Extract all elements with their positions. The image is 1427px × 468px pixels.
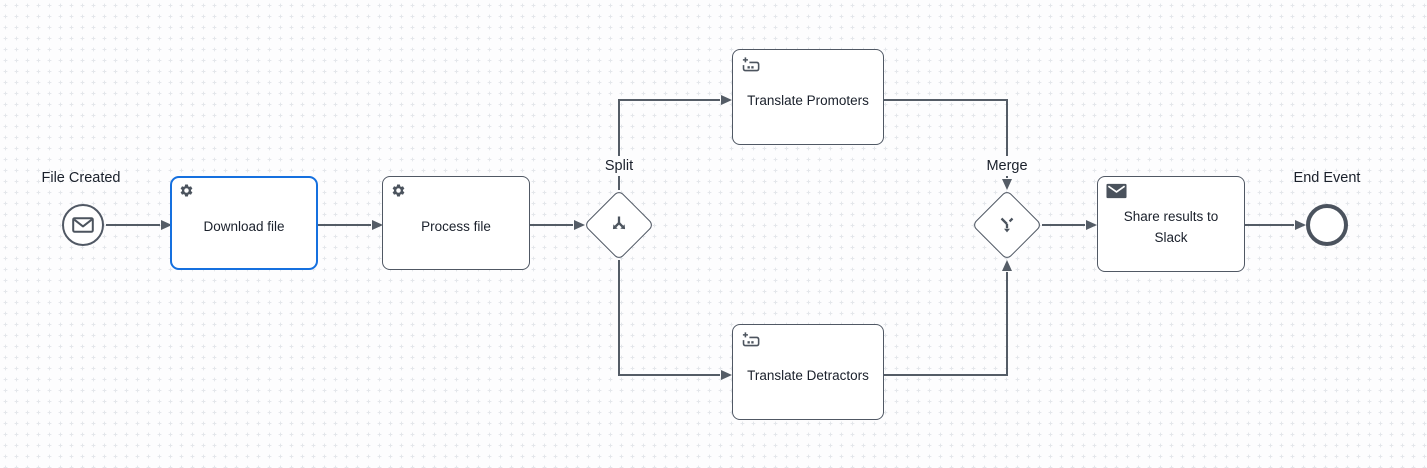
gateway-merge-label: Merge [982,156,1032,177]
task-download-file[interactable]: Download file [170,176,318,270]
sequence-flow-split-detractors[interactable] [618,260,732,380]
envelope-outline-icon [72,217,94,233]
split-arrows-icon [607,213,631,237]
merge-arrows-icon [995,213,1019,237]
end-event[interactable] [1306,204,1348,246]
sequence-flow-slack-end[interactable] [1245,220,1306,230]
task-share-results-to-slack[interactable]: Share results to Slack [1097,176,1245,272]
gateway-split-label: Split [600,156,638,177]
sequence-flow-process-split[interactable] [530,220,585,230]
gear-icon [179,183,194,198]
task-label: Download file [203,218,285,234]
task-translate-detractors[interactable]: Translate Detractors [732,324,884,420]
end-event-label: End Event [1293,170,1361,186]
task-label: Share results to Slack [1123,209,1219,245]
task-translate-promoters[interactable]: Translate Promoters [732,49,884,145]
start-event-file-created[interactable] [62,204,104,246]
sequence-flow-merge-slack[interactable] [1042,220,1097,230]
task-label: Translate Detractors [747,367,869,383]
task-label: Process file [421,218,491,234]
task-label: Translate Promoters [747,92,869,108]
sequence-flow-detractors-merge[interactable] [884,260,1012,376]
batch-tray-icon [741,331,762,348]
envelope-filled-icon [1106,183,1127,199]
sequence-flow-download-process[interactable] [318,220,383,230]
task-process-file[interactable]: Process file [382,176,530,270]
sequence-flow-promoters-merge[interactable] [884,99,1012,190]
gateway-split[interactable] [583,189,655,261]
batch-tray-icon [741,56,762,73]
gateway-merge[interactable] [971,189,1043,261]
sequence-flow-start-download[interactable] [106,220,172,230]
gear-icon [391,183,406,198]
start-event-label: File Created [41,170,121,186]
